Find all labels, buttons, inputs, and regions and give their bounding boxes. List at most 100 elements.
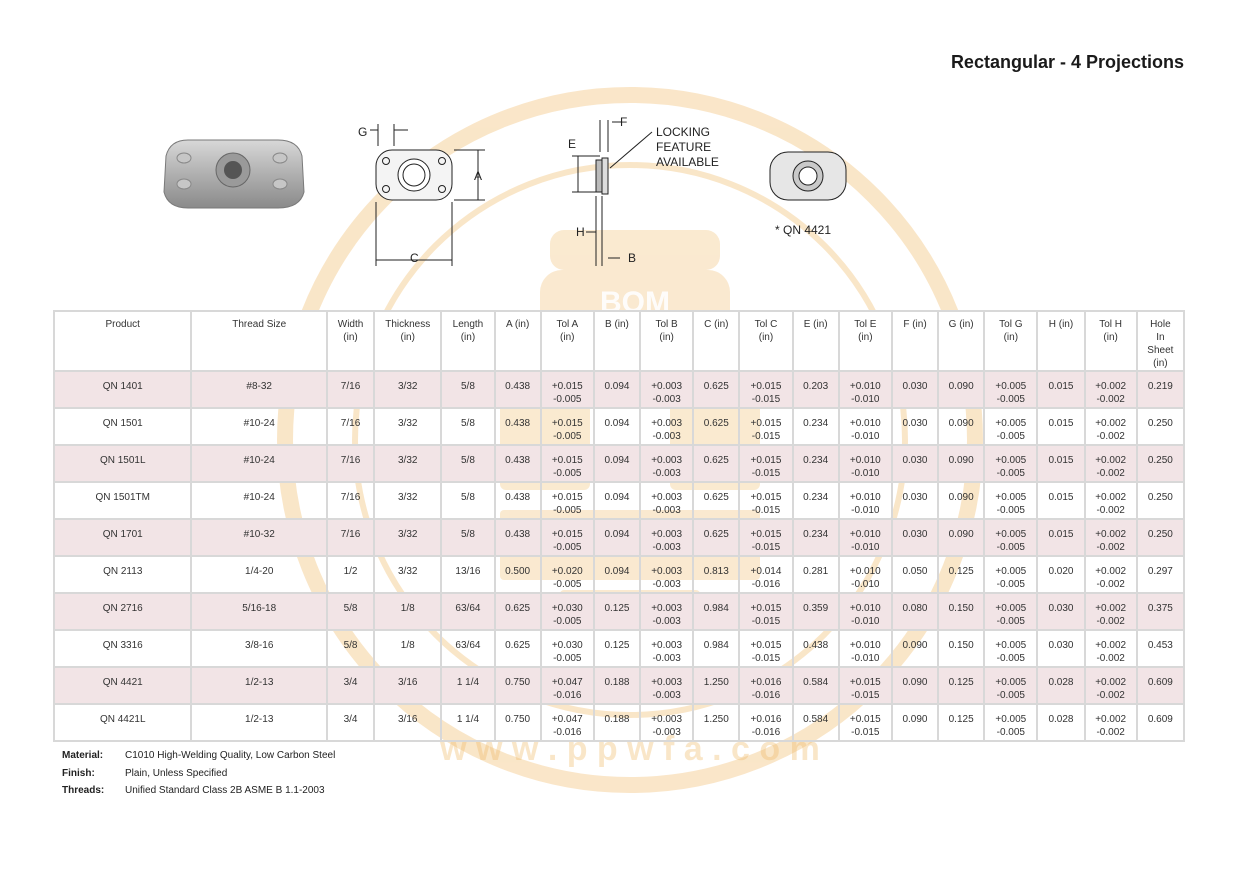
table-cell: 0.813 [692,555,741,594]
table-cell: 0.453 [1135,629,1186,668]
table-cell: 1/2-13 [190,703,328,742]
tolerance-line: +0.015 [750,455,782,466]
table-cell: 0.984 [692,592,741,631]
tolerance-line: +0.015 [551,381,583,392]
column-header-line: B (in) [605,319,629,330]
tolerance-line: +0.010 [849,418,881,429]
column-header: Tol B(in) [639,310,695,372]
dim-label-g: G [358,125,367,139]
table-cell: +0.003-0.003 [639,592,695,631]
table-cell: +0.010-0.010 [837,444,893,483]
tolerance-line: +0.010 [849,640,881,651]
product-cell: QN 1501TM [52,481,193,520]
table-cell: +0.005-0.005 [983,666,1039,705]
table-cell: 7/16 [325,407,376,446]
tolerance-line: +0.010 [849,492,881,503]
table-cell: 0.234 [791,444,840,483]
product-cell: QN 2113 [52,555,193,594]
table-cell: 0.438 [791,629,840,668]
column-header-line: Tol H [1099,319,1123,330]
table-cell: +0.005-0.005 [983,518,1039,557]
column-header-line: Tol E [854,319,877,330]
table-cell: 0.090 [937,518,986,557]
table-cell: 3/4 [325,666,376,705]
table-cell: +0.005-0.005 [983,444,1039,483]
table-cell: 0.625 [692,370,741,409]
note-value: Plain, Unless Specified [125,767,228,779]
table-cell: 0.750 [493,703,542,742]
table-cell: #10-24 [190,407,328,446]
tolerance-line: -0.016 [553,727,582,738]
table-cell: 0.094 [592,555,642,594]
table-cell: +0.002-0.002 [1083,629,1138,668]
tolerance-line: +0.010 [849,603,881,614]
table-cell: +0.002-0.002 [1083,481,1138,520]
tolerance-line: -0.010 [851,505,880,516]
table-cell: 0.028 [1036,666,1086,705]
table-cell: 0.219 [1135,370,1186,409]
tolerance-line: -0.010 [851,616,880,627]
note-label: Finish: [62,767,95,779]
table-cell: +0.016-0.016 [738,703,794,742]
table-cell: 3/32 [373,518,443,557]
column-header-line: (in) [343,332,358,343]
column-header-line: E (in) [803,319,828,330]
tolerance-line: -0.005 [996,431,1025,442]
product-cell: QN 1501 [52,407,193,446]
locking-label-3: AVAILABLE [656,155,719,169]
column-header-line: G (in) [948,319,974,330]
table-cell: +0.015-0.005 [539,370,595,409]
table-cell: 0.625 [692,407,741,446]
table-cell: 0.015 [1036,481,1086,520]
column-header-line: F (in) [903,319,927,330]
tolerance-line: +0.003 [651,492,683,503]
note-label: Material: [62,750,104,761]
table-cell: +0.010 -0.010 [837,592,893,631]
note-row: Material:C1010 High-Welding Quality, Low… [62,750,335,768]
table-cell: 0.625 [692,444,741,483]
table-cell: +0.003 -0.003 [639,481,695,520]
tolerance-line: -0.003 [652,542,681,553]
tolerance-line: +0.015 [551,529,583,540]
table-cell: 0.094 [592,481,642,520]
table-cell: 3/8-16 [190,629,328,668]
column-header-line: Tol C [754,319,778,330]
table-cell: 0.250 [1135,444,1186,483]
table-cell: 0.015 [1036,370,1086,409]
column-header-line: C (in) [704,319,729,330]
column-header-line: Product [105,319,140,330]
column-header-line: Thickness [385,319,431,330]
column-header: A (in) [493,310,542,372]
tolerance-line: -0.003 [652,505,681,516]
tolerance-line: -0.005 [553,431,582,442]
tolerance-line: -0.002 [1096,579,1125,590]
table-cell: +0.002-0.002 [1083,444,1138,483]
table-cell: 0.094 [592,518,642,557]
product-cell: QN 1701 [52,518,193,557]
tolerance-line: +0.010 [849,381,881,392]
tolerance-line: -0.002 [1096,653,1125,664]
tolerance-line: -0.015 [751,653,781,664]
table-cell: 0.030 [1036,629,1086,668]
tolerance-line: +0.002 [1095,677,1127,688]
tolerance-line: +0.003 [651,714,683,725]
column-header: Width(in) [325,310,376,372]
table-cell: +0.010-0.010 [837,518,893,557]
table-cell: 0.090 [937,370,986,409]
table-cell: +0.005-0.005 [983,629,1039,668]
table-cell: 0.584 [791,703,840,742]
table-cell: 0.234 [791,407,840,446]
table-cell: +0.005-0.005 [983,370,1039,409]
dim-label-f: F [620,116,627,129]
table-cell: +0.003-0.003 [639,629,695,668]
table-cell: 0.625 [692,481,741,520]
column-header-line: (in) [1003,332,1019,343]
table-cell: 0.015 [1036,444,1086,483]
table-cell: 1 1/4 [440,703,496,742]
tolerance-line: -0.003 [652,431,681,442]
table-cell: 63/64 [440,592,496,631]
tolerance-line: -0.015 [751,616,781,627]
product-cell: QN 2716 [52,592,193,631]
column-header-line: (in) [560,332,575,343]
